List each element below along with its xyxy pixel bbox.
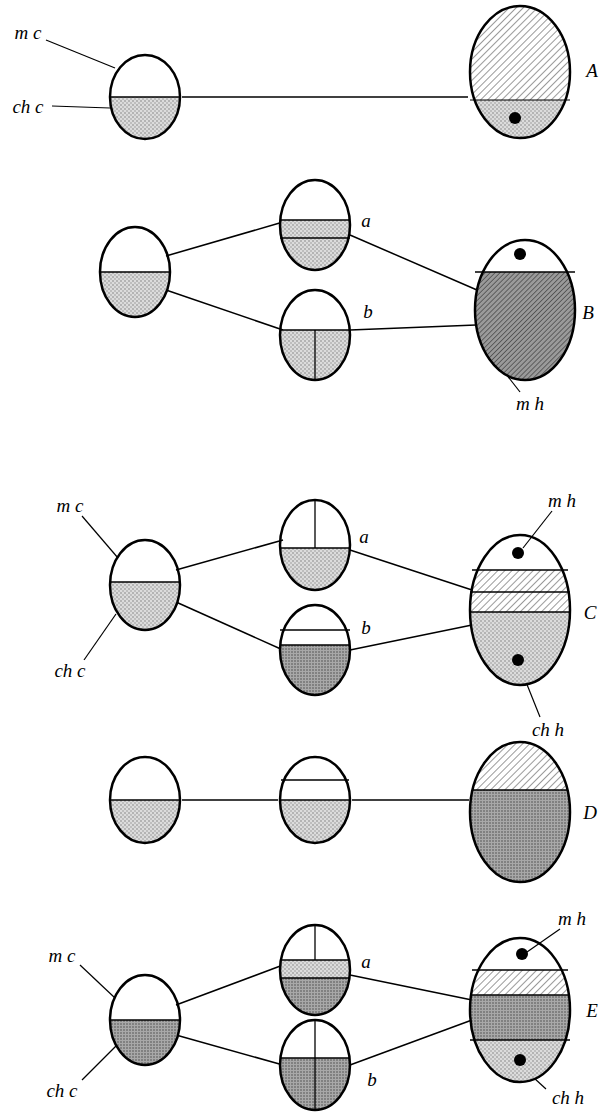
callout-label: m c bbox=[48, 946, 77, 965]
callout-label: b bbox=[366, 1070, 378, 1089]
callout-label: ch c bbox=[11, 97, 44, 116]
embryo-oval bbox=[275, 1020, 365, 1113]
callout-label: ch c bbox=[45, 1081, 78, 1100]
callout-label: A bbox=[585, 61, 599, 80]
callout-label: ch c bbox=[53, 661, 86, 680]
callout-label: ch h bbox=[551, 1088, 585, 1107]
embryo-oval bbox=[100, 55, 190, 147]
embryo-oval bbox=[275, 757, 365, 850]
callout-label: a bbox=[358, 527, 370, 546]
embryo-oval bbox=[470, 240, 580, 387]
embryo-oval bbox=[105, 757, 195, 850]
embryo-oval bbox=[465, 738, 575, 885]
callout-label: a bbox=[360, 952, 372, 971]
connecting-lines bbox=[166, 97, 477, 1065]
callout-label: m c bbox=[56, 496, 85, 515]
callout-label: m c bbox=[14, 23, 43, 42]
callout-label: m h bbox=[547, 491, 577, 510]
embryo-oval bbox=[465, 535, 575, 692]
callout-label: ch h bbox=[531, 720, 565, 739]
embryo-oval bbox=[275, 605, 365, 700]
embryo-oval bbox=[275, 500, 365, 598]
callout-label: m h bbox=[515, 394, 545, 413]
callout-label: C bbox=[583, 603, 598, 622]
embryo-oval bbox=[275, 290, 365, 385]
embryo-oval bbox=[105, 540, 195, 637]
callout-label: b bbox=[360, 618, 372, 637]
callout-label: a bbox=[360, 211, 372, 230]
callout-label: b bbox=[362, 302, 374, 321]
leader-lines bbox=[46, 40, 560, 1089]
embryo-oval bbox=[95, 227, 185, 322]
callout-label: m h bbox=[557, 909, 587, 928]
callout-label: E bbox=[585, 1001, 599, 1020]
embryo-oval bbox=[465, 0, 575, 145]
embryo-oval bbox=[465, 938, 575, 1090]
callout-label: B bbox=[581, 303, 595, 322]
embryo-oval bbox=[275, 925, 365, 1020]
embryo-oval bbox=[105, 975, 195, 1070]
embryo-oval bbox=[275, 180, 365, 278]
callout-label: D bbox=[582, 803, 598, 822]
